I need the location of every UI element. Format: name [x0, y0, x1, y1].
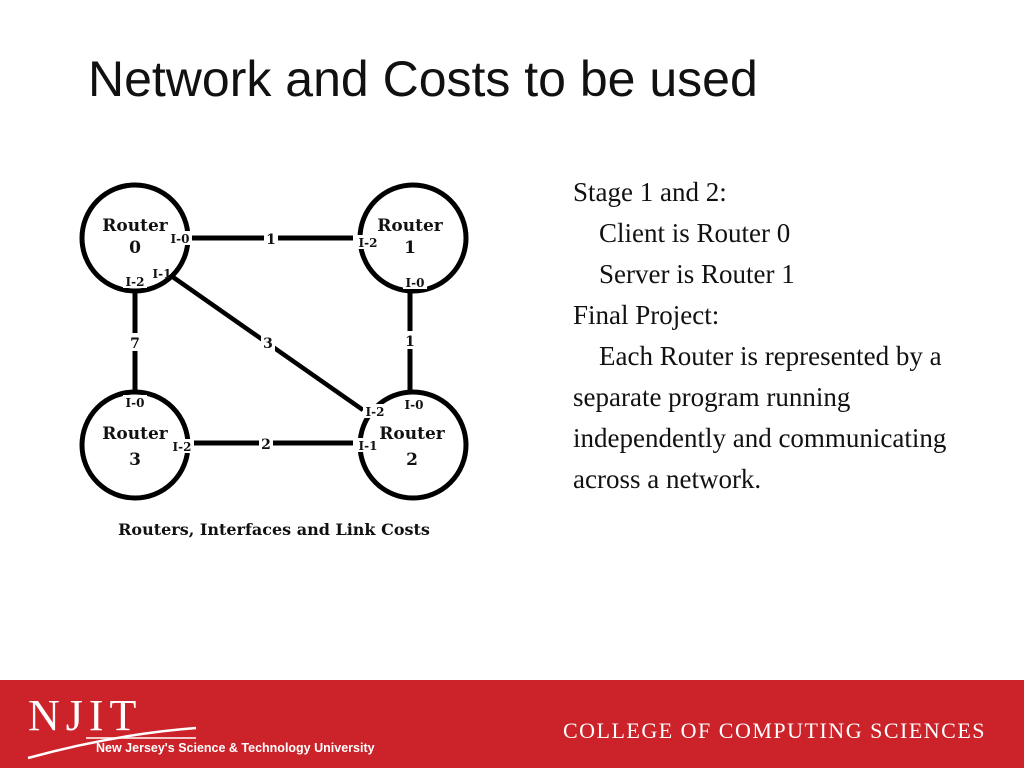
- r3-i0-bg: [123, 395, 147, 409]
- router-1-iface-i2: I-2: [359, 236, 378, 250]
- stage-server-line: Server is Router 1: [599, 259, 795, 289]
- router-3-iface-i2: I-2: [173, 440, 192, 454]
- router-3-number: 3: [129, 450, 141, 470]
- cost-r1-r2: 1: [405, 334, 415, 350]
- njit-logo: NJIT New Jersey's Science & Technology U…: [26, 688, 386, 760]
- final-body: Each Router is represented by a separate…: [573, 341, 947, 494]
- router-0-iface-i0: I-0: [171, 232, 190, 246]
- router-0-word: Router: [102, 216, 168, 236]
- cost-r0-r1: 1: [266, 232, 276, 248]
- router-1-iface-i0: I-0: [406, 276, 425, 290]
- r2-i1-bg: [357, 438, 379, 452]
- njit-logo-tagline: New Jersey's Science & Technology Univer…: [96, 741, 375, 755]
- router-3-word: Router: [102, 424, 168, 444]
- njit-logo-text: NJIT: [28, 691, 142, 740]
- router-2-iface-i1: I-1: [359, 439, 378, 453]
- router-2-iface-i2: I-2: [366, 405, 385, 419]
- notes-panel: Stage 1 and 2: Client is Router 0 Server…: [573, 172, 953, 500]
- cost-r3-r2-bg: [259, 434, 273, 452]
- footer-bar: NJIT New Jersey's Science & Technology U…: [0, 680, 1024, 768]
- college-name: COLLEGE OF COMPUTING SCIENCES: [562, 718, 986, 743]
- network-diagram: Router 0 Router 1 Router 2 Router 3 I-0 …: [70, 175, 490, 550]
- r1-i2-bg: [356, 235, 380, 249]
- router-0-iface-i1: I-1: [153, 267, 172, 281]
- cost-r0-r2-bg: [261, 333, 275, 351]
- r0-i0-bg: [168, 231, 192, 245]
- slide-title: Network and Costs to be used: [88, 51, 758, 107]
- njit-logo-svg: NJIT New Jersey's Science & Technology U…: [27, 691, 375, 760]
- stage-heading: Stage 1 and 2:: [573, 177, 727, 207]
- stage-client-line: Client is Router 0: [599, 218, 791, 248]
- cost-r0-r1-bg: [264, 229, 278, 247]
- r1-i0-bg: [403, 275, 427, 289]
- r3-i2-bg: [170, 439, 194, 453]
- cost-r0-r3-bg: [128, 333, 142, 351]
- router-2-number: 2: [406, 450, 418, 470]
- router-1-word: Router: [377, 216, 443, 236]
- router-0-iface-i2: I-2: [126, 275, 145, 289]
- router-2-word: Router: [379, 424, 445, 444]
- router-3-iface-i0: I-0: [126, 396, 145, 410]
- router-0-number: 0: [129, 238, 141, 258]
- cost-r3-r2: 2: [261, 437, 271, 453]
- cost-r1-r2-bg: [403, 331, 417, 349]
- diagram-caption: Routers, Interfaces and Link Costs: [118, 520, 430, 539]
- network-diagram-svg: Router 0 Router 1 Router 2 Router 3 I-0 …: [79, 182, 469, 539]
- router-1-number: 1: [404, 238, 416, 258]
- r0-i2-bg: [123, 274, 147, 288]
- r2-i0-bg: [402, 397, 426, 411]
- final-heading: Final Project:: [573, 300, 720, 330]
- r2-i2-bg: [363, 404, 387, 418]
- cost-r0-r2: 3: [263, 336, 273, 352]
- router-2-iface-i0: I-0: [405, 398, 424, 412]
- cost-r0-r3: 7: [130, 336, 140, 352]
